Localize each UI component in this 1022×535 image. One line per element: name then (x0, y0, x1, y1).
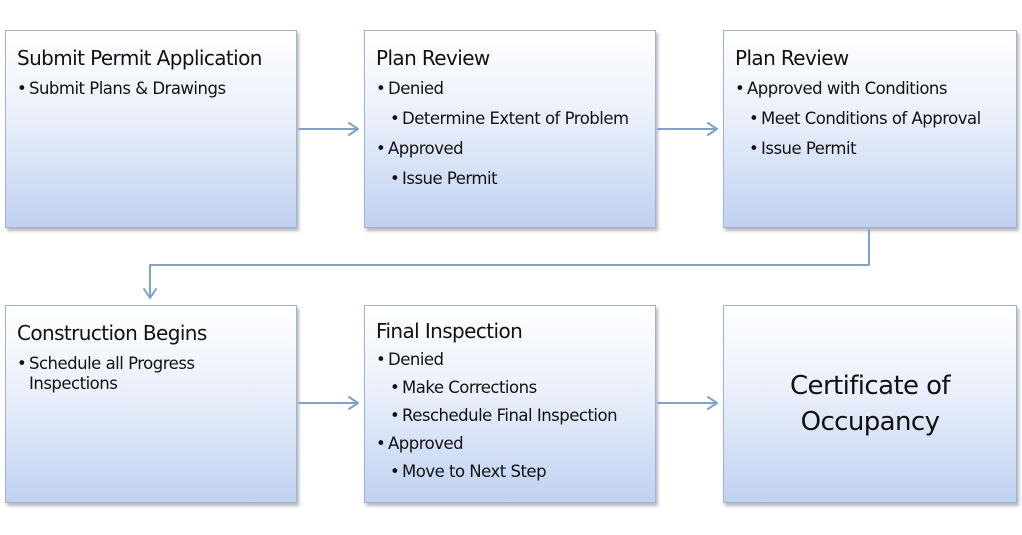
step-subitems: •Issue Permit (390, 169, 645, 189)
step-items: •Denied •Determine Extent of Problem •Ap… (376, 79, 645, 189)
step-subitems: •Meet Conditions of Approval •Issue Perm… (749, 109, 1006, 159)
step-subitem: •Issue Permit (390, 169, 645, 189)
step-item-text: Submit Plans & Drawings (29, 79, 226, 98)
step-final-inspection: Final Inspection •Denied •Make Correctio… (364, 305, 656, 503)
step-items: •Denied •Make Corrections •Reschedule Fi… (376, 350, 645, 482)
bullet-mark: • (390, 169, 400, 188)
step-items: •Submit Plans & Drawings (17, 79, 286, 99)
step-items: •Approved with Conditions •Meet Conditio… (735, 79, 1006, 159)
step-certificate-of-occupancy: Certificate of Occupancy (723, 305, 1017, 503)
bullet-mark: • (390, 406, 400, 425)
certificate-of-occupancy-label: Certificate of Occupancy (790, 371, 951, 437)
step-title: Construction Begins (17, 321, 207, 345)
step-subitem-text: Issue Permit (402, 169, 498, 188)
step-item: •Denied •Determine Extent of Problem (376, 79, 645, 129)
bullet-mark: • (390, 109, 400, 128)
step-subitem-text: Move to Next Step (402, 462, 547, 481)
step-title: Plan Review (735, 46, 849, 70)
step-subitem-text: Make Corrections (402, 378, 537, 397)
step-item-text: Approved (388, 139, 464, 158)
step-title: Plan Review (376, 46, 490, 70)
arrowhead-icon (707, 122, 718, 136)
bullet-mark: • (749, 139, 759, 158)
bullet-mark: • (376, 139, 386, 158)
arrowhead-icon (348, 396, 359, 410)
step-subitem-text: Reschedule Final Inspection (402, 406, 618, 425)
step-item-text: Approved (388, 434, 464, 453)
step-subitems: •Move to Next Step (390, 462, 645, 482)
step-construction-begins: Construction Begins •Schedule all Progre… (5, 305, 297, 503)
bullet-mark: • (376, 79, 386, 98)
bullet-mark: • (390, 462, 400, 481)
step-subitem: •Meet Conditions of Approval (749, 109, 1006, 129)
step-item: •Approved •Move to Next Step (376, 434, 645, 482)
step-title: Final Inspection (376, 319, 523, 343)
step-subitems: •Make Corrections •Reschedule Final Insp… (390, 378, 645, 426)
step-subitem: •Make Corrections (390, 378, 645, 398)
step-subitem-text: Meet Conditions of Approval (761, 109, 981, 128)
bullet-mark: • (17, 354, 27, 373)
step-subitem-text: Determine Extent of Problem (402, 109, 629, 128)
step-item: •Approved with Conditions •Meet Conditio… (735, 79, 1006, 159)
step-subitem: •Determine Extent of Problem (390, 109, 645, 129)
step-subitems: •Determine Extent of Problem (390, 109, 645, 129)
step-item: •Approved •Issue Permit (376, 139, 645, 189)
bullet-mark: • (390, 378, 400, 397)
step-item: •Submit Plans & Drawings (17, 79, 286, 99)
arrowhead-icon (348, 122, 359, 136)
bullet-mark: • (735, 79, 745, 98)
step-item-text: Denied (388, 350, 444, 369)
step-subitem: •Issue Permit (749, 139, 1006, 159)
step-plan-review-approved-with-conditions: Plan Review •Approved with Conditions •M… (723, 30, 1017, 228)
step-subitem-text: Issue Permit (761, 139, 857, 158)
bullet-mark: • (17, 79, 27, 98)
step-subitem: •Reschedule Final Inspection (390, 406, 645, 426)
step-item-text: Approved with Conditions (747, 79, 947, 98)
step-title: Submit Permit Application (17, 46, 262, 70)
connector-row1-to-construction (149, 229, 870, 298)
step-items: •Schedule all Progress Inspections (17, 354, 286, 394)
arrowhead-icon (143, 288, 157, 299)
step-item: •Schedule all Progress Inspections (17, 354, 286, 394)
step-submit-permit-application: Submit Permit Application •Submit Plans … (5, 30, 297, 228)
step-item-text: Denied (388, 79, 444, 98)
step-subitem: •Move to Next Step (390, 462, 645, 482)
bullet-mark: • (749, 109, 759, 128)
bullet-mark: • (376, 434, 386, 453)
step-plan-review-denied-approved: Plan Review •Denied •Determine Extent of… (364, 30, 656, 228)
arrowhead-icon (707, 396, 718, 410)
step-item-text: Schedule all Progress Inspections (29, 354, 195, 393)
step-item: •Denied •Make Corrections •Reschedule Fi… (376, 350, 645, 426)
bullet-mark: • (376, 350, 386, 369)
